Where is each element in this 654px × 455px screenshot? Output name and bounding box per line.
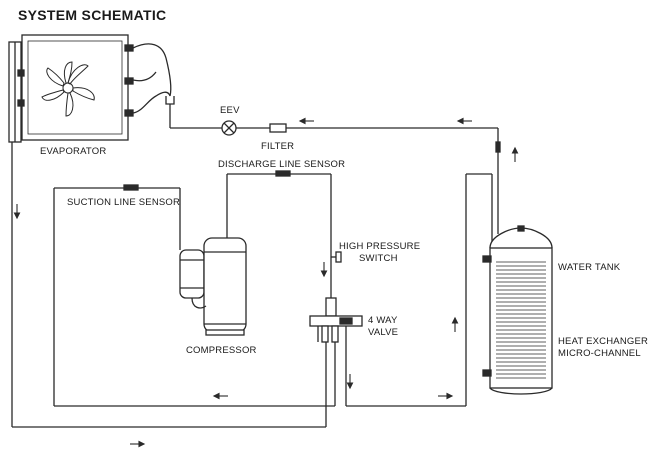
flow-arrow-icon	[456, 117, 472, 125]
evaporator-outlet-pipe	[132, 43, 175, 128]
schematic-title: SYSTEM SCHEMATIC	[18, 7, 167, 23]
flow-arrow-icon	[13, 204, 21, 220]
flow-arrow-icon	[320, 262, 328, 278]
high-pressure-switch	[331, 251, 342, 263]
compressor-label: COMPRESSOR	[186, 345, 257, 356]
four-way-valve	[309, 297, 466, 407]
flow-arrows	[13, 117, 519, 448]
eev-label: EEV	[220, 105, 240, 116]
liquid-line	[170, 120, 501, 234]
flow-arrow-icon	[438, 392, 454, 400]
flow-arrow-icon	[130, 440, 146, 448]
evaporator	[8, 34, 134, 143]
switch-label: SWITCH	[359, 253, 398, 264]
flow-arrow-icon	[212, 392, 228, 400]
flow-arrow-icon	[451, 316, 459, 332]
high-pressure-label: HIGH PRESSURE	[339, 241, 421, 252]
heat-exchanger-label: HEAT EXCHANGER	[558, 336, 649, 347]
suction-line	[53, 184, 336, 407]
suction-line-sensor-label: SUCTION LINE SENSOR	[67, 197, 181, 208]
compressor	[179, 237, 247, 336]
micro-channel-label: MICRO-CHANNEL	[558, 348, 641, 359]
discharge-line	[226, 170, 332, 316]
water-tank-label: WATER TANK	[558, 262, 621, 273]
four-way-label: 4 WAY	[368, 315, 398, 326]
fan-icon	[41, 61, 95, 117]
filter-label: FILTER	[261, 141, 295, 152]
flow-arrow-icon	[346, 374, 354, 390]
left-return-line	[11, 142, 327, 428]
evaporator-label: EVAPORATOR	[40, 146, 107, 157]
valve-label: VALVE	[368, 327, 399, 338]
heat-exchanger-coil	[496, 261, 546, 379]
discharge-line-sensor-label: DISCHARGE LINE SENSOR	[218, 159, 346, 170]
flow-arrow-icon	[298, 117, 314, 125]
flow-arrow-icon	[511, 146, 519, 162]
